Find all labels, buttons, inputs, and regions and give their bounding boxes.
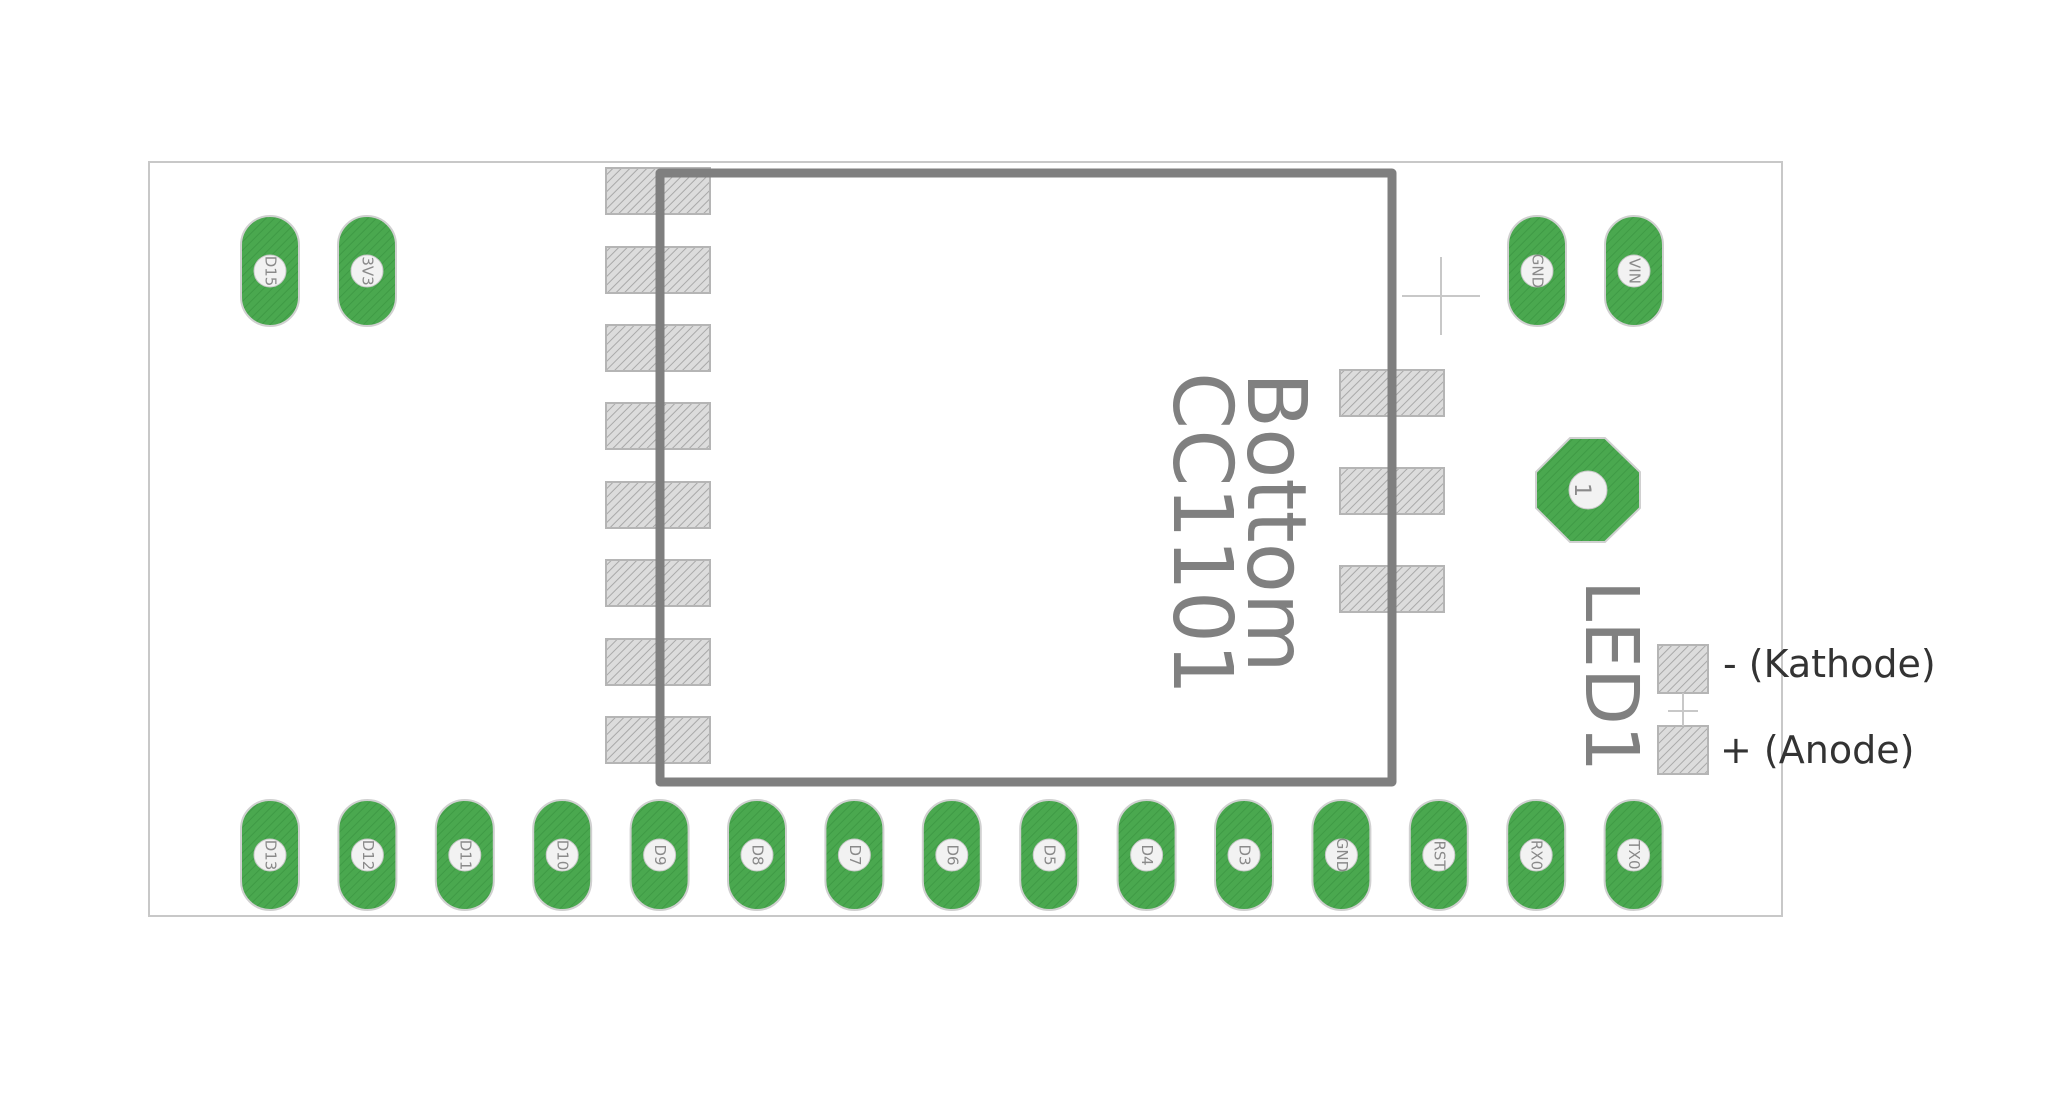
pin-pad: GND	[1311, 799, 1372, 911]
pin-label: GND	[1529, 254, 1547, 288]
pin-label: D3	[1236, 844, 1254, 865]
pin-pad: D4	[1116, 799, 1177, 911]
pin-label: D5	[1041, 844, 1059, 865]
pin-pad: D10	[532, 799, 593, 911]
pin-pad: D7	[824, 799, 885, 911]
pin-label: D7	[846, 844, 864, 865]
pin-label: D15	[262, 256, 280, 287]
pin-hole	[1130, 838, 1164, 872]
pin-pad: TX0	[1603, 799, 1664, 911]
pin-hole	[350, 254, 384, 288]
pin-label: D4	[1138, 844, 1156, 865]
pin-pad: GND	[1507, 215, 1567, 327]
anode-swatch	[1657, 725, 1709, 775]
pin-label: 3V3	[359, 256, 377, 285]
anode-label: + (Anode)	[1720, 728, 1914, 772]
pin-pad: D12	[337, 799, 398, 911]
pin-hole	[1422, 838, 1456, 872]
pin-hole	[1032, 838, 1066, 872]
pin-pad: RX0	[1506, 799, 1567, 911]
pin-hole	[1519, 838, 1553, 872]
origin-crosshair	[1402, 257, 1480, 335]
pin-pad: D15	[240, 215, 300, 327]
pin-hole	[1324, 838, 1358, 872]
pin-header-top: D15 3V3 GND VIN	[240, 215, 1664, 327]
pin-hole	[350, 838, 384, 872]
pin-label: VIN	[1626, 258, 1644, 284]
pin-label: TX0	[1625, 840, 1643, 870]
pin-hole	[643, 838, 677, 872]
pin-label: D9	[651, 844, 669, 865]
pin-hole	[1227, 838, 1261, 872]
pin-pad: 3V3	[337, 215, 397, 327]
pin-header-bottom: D13 D12 D11 D10 D9 D8 D7 D6 D5 D4 D3 GND RST RX0 TX0	[240, 799, 1664, 911]
pin-pad: VIN	[1604, 215, 1664, 327]
pin-hole	[448, 838, 482, 872]
pin-pad: D8	[727, 799, 787, 911]
pin-label: D11	[456, 840, 474, 871]
led-pad: 1	[1535, 437, 1641, 543]
component-label: CC1101	[1154, 372, 1249, 695]
pin-pad: D11	[434, 799, 495, 911]
pin-hole	[740, 838, 774, 872]
pin-label: D12	[359, 840, 377, 871]
pin-label: GND	[1333, 838, 1351, 872]
kathode-label: - (Kathode)	[1723, 642, 1936, 686]
pin-label: D10	[554, 840, 572, 871]
pin-label: RST	[1430, 840, 1448, 870]
pin-hole	[253, 838, 287, 872]
pin-pad: D5	[1019, 799, 1080, 911]
pin-label: D13	[262, 840, 280, 871]
pin-label: D8	[749, 844, 767, 865]
pin-hole	[1617, 838, 1651, 872]
pin-pad: D6	[921, 799, 982, 911]
pin-pad: D9	[629, 799, 690, 911]
pin-label: D6	[943, 844, 961, 865]
pin-pad: RST	[1408, 799, 1469, 911]
pin-hole	[253, 254, 287, 288]
module-outline	[655, 168, 1397, 787]
pin-hole	[545, 838, 579, 872]
side-label: Bottom	[1228, 372, 1323, 673]
pin-hole	[837, 838, 871, 872]
led-pin-label: 1	[1569, 483, 1594, 497]
board-outline	[148, 161, 1783, 917]
pin-hole	[1520, 254, 1554, 288]
kathode-swatch	[1657, 644, 1709, 694]
legend: - (Kathode) + (Anode)	[1657, 642, 1936, 775]
pin-pad: D3	[1214, 799, 1274, 911]
pin-hole	[1617, 254, 1651, 288]
pin-hole	[935, 838, 969, 872]
pin-pad: D13	[240, 799, 300, 911]
led-label: LED1	[1568, 580, 1654, 772]
pin-label: RX0	[1528, 840, 1546, 870]
